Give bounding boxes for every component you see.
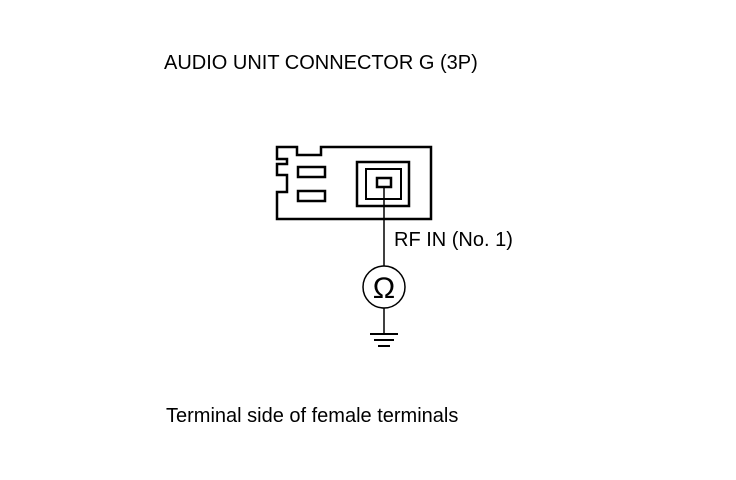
terminal-side-caption: Terminal side of female terminals <box>166 405 459 427</box>
terminal-1-outer-frame <box>355 160 411 208</box>
ohm-symbol: Ω <box>373 272 395 305</box>
connector-housing <box>275 145 433 221</box>
connector-title: AUDIO UNIT CONNECTOR G (3P) <box>164 52 478 74</box>
terminal-1-pin <box>375 176 393 189</box>
terminal-label: RF IN (No. 1) <box>394 229 513 251</box>
terminal-slot-lower <box>296 189 327 203</box>
terminal-slot-upper <box>296 165 327 179</box>
ground-icon <box>370 333 398 347</box>
